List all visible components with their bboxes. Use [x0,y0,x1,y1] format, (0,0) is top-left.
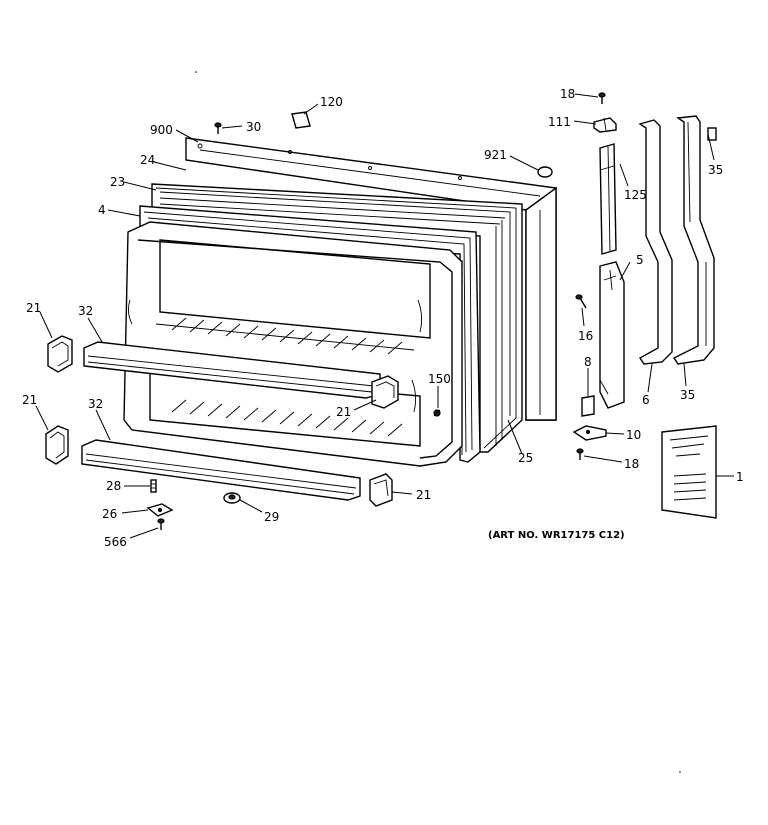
screw-16 [575,294,587,309]
callout-32-top: 32 [78,304,93,318]
callout-1: 1 [736,470,744,484]
callout-120: 120 [320,95,343,109]
washer-29 [223,492,241,504]
hinge-pin-10 [572,425,607,441]
screw-18-top [598,92,606,104]
stop-8 [581,395,595,417]
callout-21-mid: 21 [336,405,351,419]
upper-shelf-bar [83,341,381,399]
screw-18-bottom [576,448,584,460]
plug-921 [537,166,553,178]
upper-shelf-ribs [155,317,415,355]
callout-21-left: 21 [22,393,37,407]
callout-566: 566 [104,535,127,549]
callout-29: 29 [264,510,279,524]
hinge-bracket-111 [593,117,617,133]
handle-6 [638,119,673,365]
end-cap-bottom-right [369,473,393,507]
callout-23: 23 [110,175,125,189]
handle-35 [672,115,715,365]
end-cap-left-top [47,335,73,373]
screw-28 [150,479,157,493]
callout-labels: 18 120 111 900 30 921 35 24 125 23 4 5 2… [22,87,744,549]
callout-26: 26 [102,507,117,521]
callout-900: 900 [150,123,173,137]
callout-5: 5 [636,253,644,267]
channel-125 [599,143,617,255]
screw-150 [433,409,441,417]
lower-shelf-bar [81,439,361,501]
screw-566 [157,518,165,530]
outer-door-panel [185,137,557,421]
end-cap-left-bottom [45,425,69,465]
callout-28: 28 [106,479,121,493]
callout-111: 111 [548,115,571,129]
callout-21-bottom: 21 [416,488,431,502]
art-number: (ART NO. WR17175 C12) [488,530,625,541]
callout-8: 8 [584,355,592,369]
callout-125: 125 [624,188,647,202]
callout-24: 24 [140,153,155,167]
screw-30 [214,122,222,134]
callout-18-bottom: 18 [624,457,639,471]
callout-25: 25 [518,451,533,465]
end-cap-mid [371,375,399,409]
manual-1 [661,425,717,519]
callout-30: 30 [246,120,261,134]
cap-120 [291,111,311,129]
callout-150: 150 [428,372,451,386]
callout-4: 4 [98,203,106,217]
callout-10: 10 [626,428,641,442]
leader-lines [35,93,734,539]
callout-21-top: 21 [26,301,41,315]
door-liner [123,221,463,467]
callout-16: 16 [578,329,593,343]
callout-6: 6 [642,393,650,407]
callout-32-bottom: 32 [88,397,103,411]
bracket-26 [146,503,174,517]
hinge-5 [599,261,625,409]
callout-35-top: 35 [708,163,723,177]
lower-shelf-ribs [171,399,403,437]
callout-921: 921 [484,148,507,162]
callout-18-top: 18 [560,87,575,101]
scan-specks [195,71,681,773]
callout-35-bottom: 35 [680,388,695,402]
